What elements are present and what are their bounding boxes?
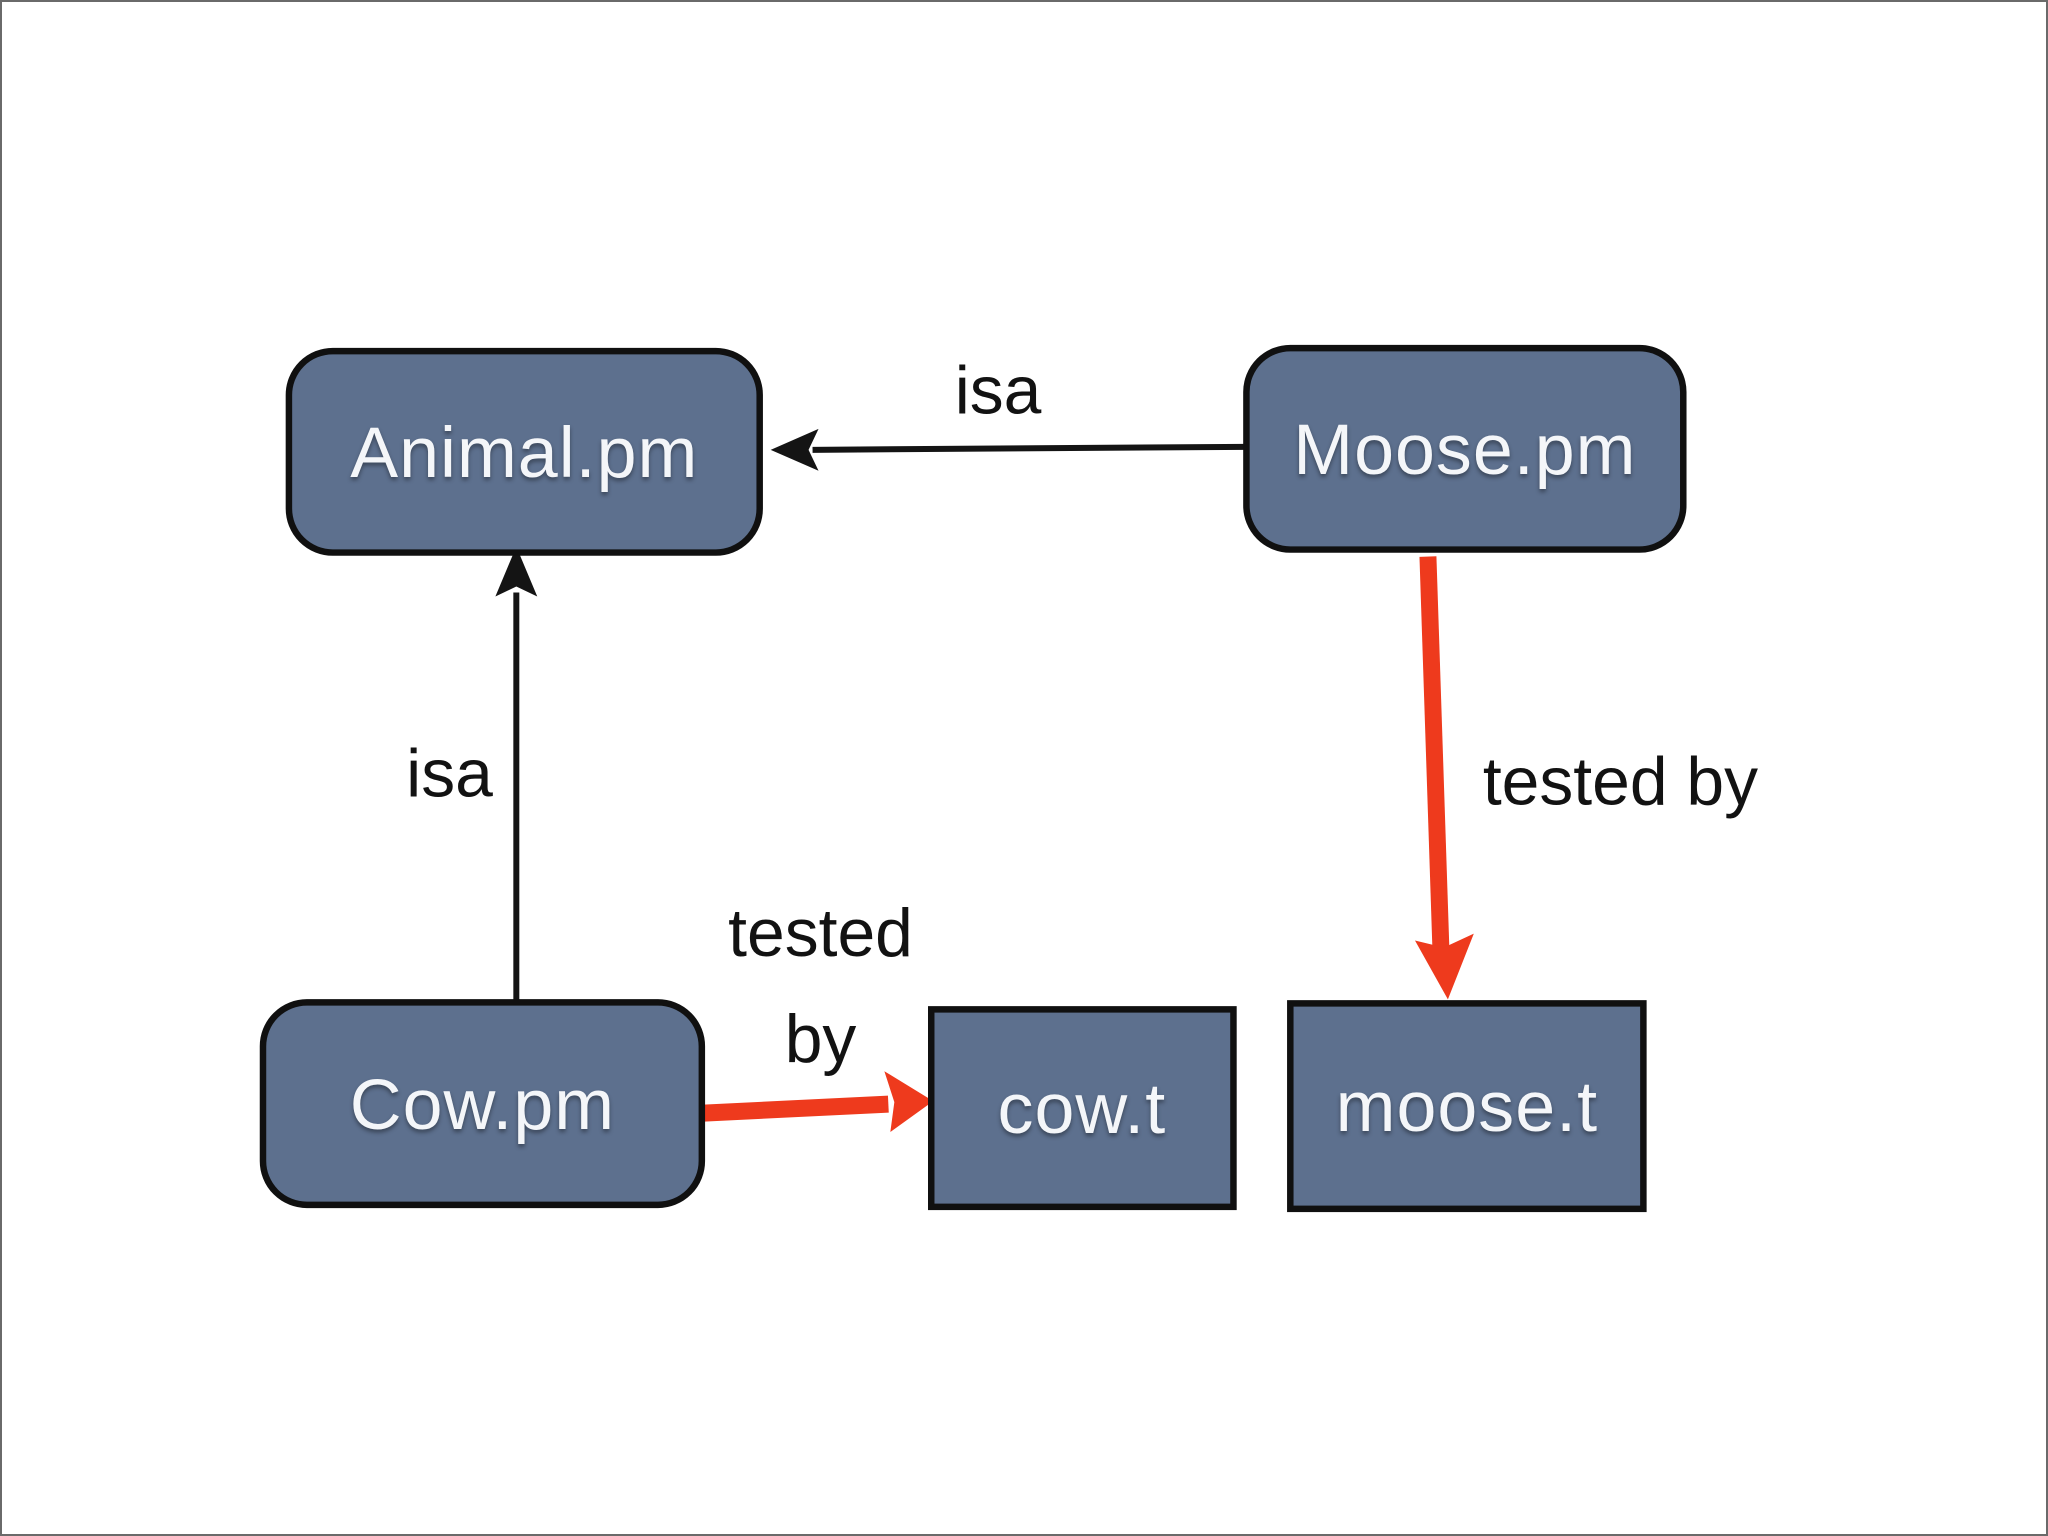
arrowhead-left-icon xyxy=(770,428,819,471)
edge-cow-testedby-cowt: tested by xyxy=(703,896,934,1133)
isa-label-top: isa xyxy=(955,353,1042,428)
node-cow-pm: Cow.pm xyxy=(259,999,706,1209)
red-arrowhead-right-icon xyxy=(884,1071,934,1133)
cow-pm-label: Cow.pm xyxy=(350,1065,615,1145)
moose-t-box xyxy=(1287,1000,1647,1213)
node-cow-t: cow.t xyxy=(928,1006,1237,1211)
tested-by-label-moose: tested by xyxy=(1483,744,1758,819)
edge-moose-isa-animal: isa xyxy=(770,353,1245,471)
node-moose-pm: Moose.pm xyxy=(1243,344,1687,553)
animal-pm-label: Animal.pm xyxy=(350,413,698,493)
testedby-arrow-line-vertical xyxy=(1419,556,1450,950)
moose-pm-box xyxy=(1243,344,1687,553)
edge-moose-testedby-mooset: tested by xyxy=(1414,556,1758,1000)
cow-t-box xyxy=(928,1006,1237,1211)
isa-arrow-line-horizontal xyxy=(812,443,1245,453)
moose-t-label: moose.t xyxy=(1336,1067,1598,1147)
node-animal-pm: Animal.pm xyxy=(285,347,763,556)
tested-by-label-cow-line1: tested xyxy=(728,896,913,971)
red-arrowhead-down-icon xyxy=(1414,933,1474,1000)
animal-pm-box xyxy=(285,347,763,556)
arrowhead-up-icon xyxy=(495,546,538,597)
cow-pm-box xyxy=(259,999,706,1209)
tested-by-label-cow-line2: by xyxy=(785,1002,857,1077)
isa-label-left: isa xyxy=(406,736,493,811)
node-moose-t: moose.t xyxy=(1287,1000,1647,1213)
testedby-arrow-line-horizontal xyxy=(703,1095,889,1122)
edge-cow-isa-animal: isa xyxy=(406,546,538,1001)
cow-t-label: cow.t xyxy=(998,1069,1167,1149)
moose-pm-label: Moose.pm xyxy=(1293,410,1636,490)
